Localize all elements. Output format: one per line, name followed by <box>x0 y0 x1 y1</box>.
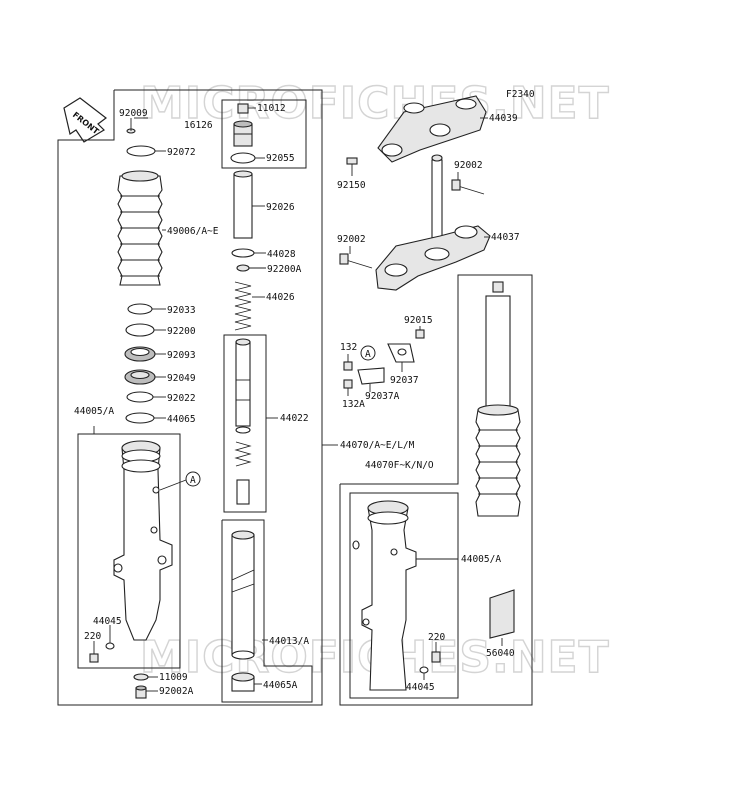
bolt-92002-left <box>339 253 373 269</box>
label-44070F: 44070F~K/N/O <box>365 460 434 471</box>
label-92009: 92009 <box>119 108 148 119</box>
oil-seal-92049 <box>124 369 156 385</box>
label-44045-right: 44045 <box>406 682 435 693</box>
label-92093: 92093 <box>167 350 196 361</box>
bolt-92009 <box>126 118 136 134</box>
seal-92093 <box>124 346 156 362</box>
label-49006: 49006/A~E <box>167 226 219 237</box>
callout-a-left <box>185 471 201 487</box>
washer-92200A <box>236 264 250 272</box>
label-11012: 11012 <box>257 103 286 114</box>
label-16126: 16126 <box>184 120 213 131</box>
washer-92200 <box>125 323 155 337</box>
label-92049: 92049 <box>167 373 196 384</box>
front-arrow-icon: FRONT <box>63 97 107 143</box>
label-92026: 92026 <box>266 202 295 213</box>
callout-a-right <box>360 345 376 361</box>
label-92037: 92037 <box>390 375 419 386</box>
bushing-44065A <box>231 672 255 692</box>
assembly-box-left <box>57 89 323 706</box>
clamp-92037 <box>387 343 415 363</box>
plug-11012 <box>237 103 249 114</box>
label-44039: 44039 <box>489 113 518 124</box>
cylinder-group-box <box>221 519 313 703</box>
label-92015: 92015 <box>404 315 433 326</box>
bolt-132A <box>343 379 353 389</box>
callout-a-right-letter: A <box>365 349 371 360</box>
label-44037: 44037 <box>491 232 520 243</box>
label-92150: 92150 <box>337 180 366 191</box>
label-44013: 44013/A <box>269 636 309 647</box>
label-44065: 44065 <box>167 414 196 425</box>
label-220-left: 220 <box>84 631 101 642</box>
fork-boot-49006 <box>117 170 163 286</box>
cap-group-box <box>221 99 307 169</box>
outer-tube-left <box>113 440 173 641</box>
bolt-92002-top <box>451 179 485 195</box>
label-92037A: 92037A <box>365 391 400 402</box>
callout-a-left-letter: A <box>190 475 196 486</box>
label-92002-left: 92002 <box>337 234 366 245</box>
label-92072: 92072 <box>167 147 196 158</box>
label-92022: 92022 <box>167 393 196 404</box>
washer-44028 <box>231 248 255 258</box>
bolt-220-right <box>431 651 441 663</box>
snap-ring-92033 <box>127 303 153 315</box>
bushing-44065 <box>125 412 155 424</box>
ring-92022 <box>126 391 154 403</box>
outer-tube-right <box>352 500 417 691</box>
bolt-92002A <box>135 685 147 699</box>
label-220-right: 220 <box>428 632 445 643</box>
watermark-top: MICROFICHES.NET <box>140 78 610 129</box>
label-44045-left: 44045 <box>93 616 122 627</box>
spacer-tube-92026 <box>233 170 253 239</box>
label-92200A: 92200A <box>267 264 302 275</box>
bolt-92150 <box>346 157 358 176</box>
diagram-code: F2340 <box>506 89 535 100</box>
cap-bolt-16126 <box>233 120 253 147</box>
cylinder-44013 <box>231 530 255 660</box>
label-132: 132 <box>340 342 357 353</box>
label-92002A: 92002A <box>159 686 194 697</box>
spring-44026 <box>234 281 252 331</box>
label-92033: 92033 <box>167 305 196 316</box>
label-44028: 44028 <box>267 249 296 260</box>
label-44070: 44070/A~E/L/M <box>340 440 415 451</box>
clamp-92037A <box>357 367 385 385</box>
inner-tube-boot-right <box>475 281 521 517</box>
label-11009: 11009 <box>159 672 188 683</box>
damper-rod-44022 <box>234 338 252 505</box>
label-56040: 56040 <box>486 648 515 659</box>
label-92055: 92055 <box>266 153 295 164</box>
bolt-220-left <box>89 653 99 663</box>
label-44065A: 44065A <box>263 680 298 691</box>
clamp-92072 <box>126 145 156 157</box>
label-44005-left: 44005/A <box>74 406 114 417</box>
bolt-132 <box>343 361 353 371</box>
gasket-11009 <box>133 673 149 681</box>
washer-44045-right <box>419 666 429 674</box>
label-44026: 44026 <box>266 292 295 303</box>
washer-44045-left <box>105 642 115 650</box>
shield-56040 <box>489 589 515 639</box>
label-92002-top: 92002 <box>454 160 483 171</box>
o-ring-92055 <box>230 152 256 164</box>
damper-group-box <box>223 334 267 513</box>
label-92200: 92200 <box>167 326 196 337</box>
upper-bracket-44039 <box>377 95 487 163</box>
label-44022: 44022 <box>280 413 309 424</box>
label-132A: 132A <box>342 399 365 410</box>
label-44005-right: 44005/A <box>461 554 501 565</box>
outer-tube-box-right <box>349 492 459 699</box>
assembly-box-right <box>339 274 533 706</box>
outer-tube-box-left <box>77 433 181 669</box>
bolt-92015 <box>415 329 425 339</box>
steering-stem-44037 <box>375 154 491 291</box>
